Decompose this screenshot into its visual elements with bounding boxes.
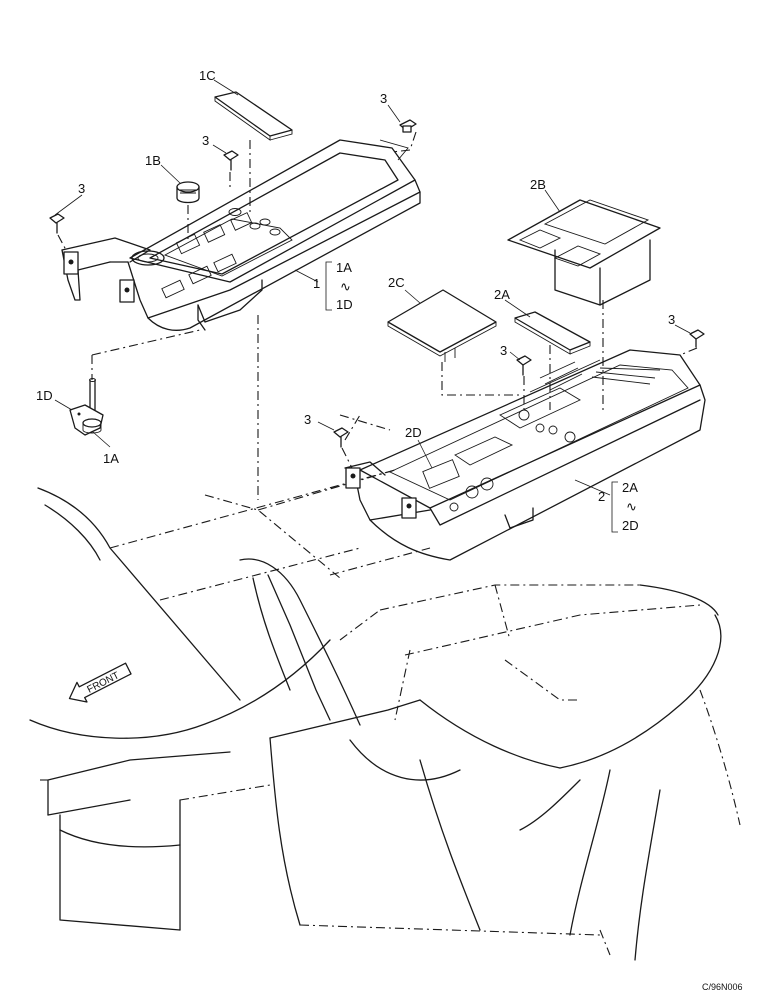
floor-reference-lines xyxy=(40,469,741,956)
range-1-to: 1D xyxy=(336,297,353,312)
range-bracket-1 xyxy=(325,261,332,311)
range-1-sep: ∿ xyxy=(340,279,351,294)
part-2C-panel xyxy=(387,289,497,362)
bolt-3-right-2 xyxy=(689,329,705,348)
front-direction-arrow: FRONT xyxy=(68,662,132,703)
bolt-3-top-right-1 xyxy=(399,119,417,133)
bolt-3-center-1 xyxy=(223,150,239,171)
part-1A-base xyxy=(69,404,104,436)
right-console-box-2 xyxy=(344,349,706,561)
range-label-1: 1A ∿ 1D xyxy=(336,260,353,312)
bolt-3-left-2 xyxy=(333,427,349,448)
callout-3-right: 3 xyxy=(668,312,675,327)
range-label-2: 2A ∿ 2D xyxy=(622,480,639,533)
callout-3-center-right: 3 xyxy=(500,343,507,358)
figure-code: C/96N006 xyxy=(702,982,743,992)
callout-2A: 2A xyxy=(494,287,510,302)
range-1-from: 1A xyxy=(336,260,352,275)
callout-2D: 2D xyxy=(405,425,422,440)
bolt-3-left-1 xyxy=(49,213,65,234)
range-2-sep: ∿ xyxy=(626,499,637,514)
bolt-3-center-2 xyxy=(516,355,532,376)
callout-2: 2 xyxy=(598,489,605,504)
callout-3-left: 3 xyxy=(78,181,85,196)
range-2-from: 2A xyxy=(622,480,638,495)
callout-1D: 1D xyxy=(36,388,53,403)
callout-2B: 2B xyxy=(530,177,546,192)
part-1B-knob xyxy=(176,181,200,204)
range-2-to: 2D xyxy=(622,518,639,533)
seat-outline xyxy=(29,487,722,961)
callout-3-top-right: 3 xyxy=(380,91,387,106)
callout-2C: 2C xyxy=(388,275,405,290)
range-bracket-2 xyxy=(611,481,618,533)
assembly-lines xyxy=(54,79,698,500)
callout-1A: 1A xyxy=(103,451,119,466)
part-2A-cover-plate xyxy=(514,311,591,355)
callout-1: 1 xyxy=(313,276,320,291)
part-1C-cover-plate xyxy=(214,91,293,141)
callout-3-center: 3 xyxy=(202,133,209,148)
callout-1C: 1C xyxy=(199,68,216,83)
part-2B-cup-holder xyxy=(507,199,661,306)
left-console-box-1 xyxy=(61,139,421,331)
callout-3-mid-left: 3 xyxy=(304,412,311,427)
callout-1B: 1B xyxy=(145,153,161,168)
